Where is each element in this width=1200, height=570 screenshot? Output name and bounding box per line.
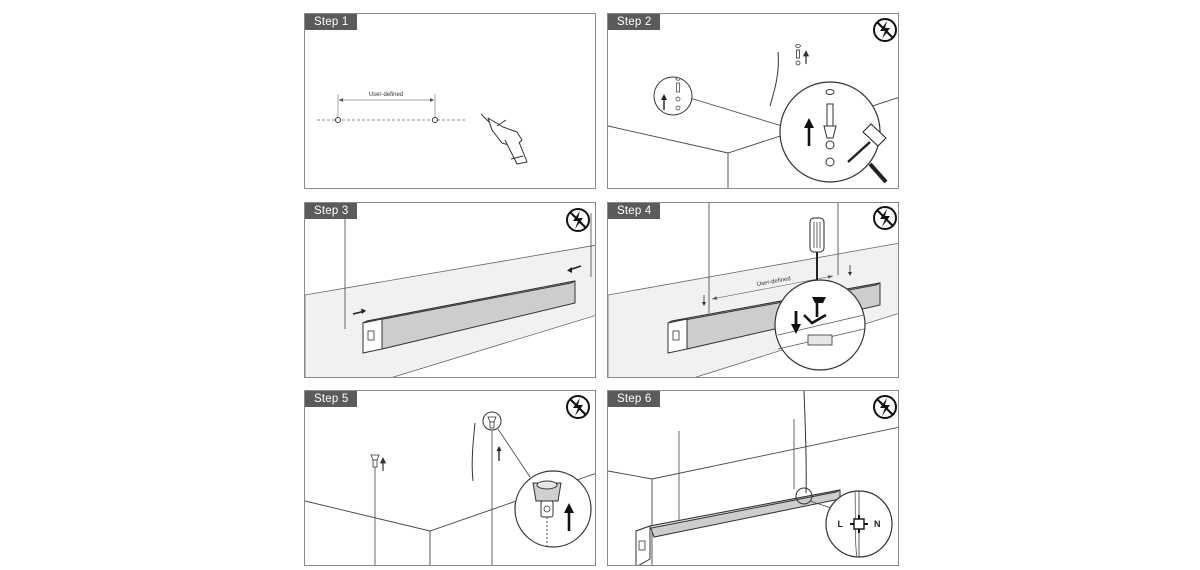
- live-wire-label: L: [838, 519, 844, 529]
- no-electricity-icon: [873, 395, 897, 419]
- linear-light-fixture: [635, 489, 841, 565]
- step-5-label: Step 5: [305, 391, 358, 407]
- no-electricity-icon: [566, 208, 590, 232]
- step-6-panel: Step 6 L N: [607, 390, 899, 566]
- step-2-illustration: [608, 18, 898, 188]
- user-defined-label: User-defined: [756, 276, 791, 288]
- step-5-illustration: [305, 395, 595, 565]
- ceiling-anchor-right: [482, 411, 502, 565]
- step-6-illustration: L N: [608, 391, 898, 565]
- hole-mark-left: [334, 116, 342, 124]
- screwdriver-icon: [809, 217, 825, 285]
- step-3-panel: Step 3: [304, 202, 596, 378]
- step-3-illustration: [305, 208, 595, 377]
- step-3-label: Step 3: [305, 203, 358, 219]
- step-4-illustration: User-defined: [608, 203, 898, 377]
- anchor-small: [795, 44, 810, 66]
- wiring-detail-circle: L N: [825, 490, 893, 558]
- neutral-wire-label: N: [874, 519, 881, 529]
- step-4-label: Step 4: [608, 203, 661, 219]
- step-2-panel: Step 2: [607, 13, 899, 189]
- step-6-label: Step 6: [608, 391, 661, 407]
- callout-line: [689, 97, 783, 127]
- power-cable: [803, 391, 807, 494]
- step-2-label: Step 2: [608, 14, 661, 30]
- step-1-label: Step 1: [305, 14, 358, 30]
- no-electricity-icon: [873, 18, 897, 42]
- user-defined-dimension: [711, 275, 834, 300]
- detail-circle: [514, 470, 592, 548]
- no-electricity-icon: [566, 395, 590, 419]
- ceiling-outline: [608, 426, 898, 565]
- detail-circle: [774, 279, 866, 371]
- user-defined-dimension: [337, 94, 436, 118]
- detail-circle-small: [653, 76, 693, 116]
- hole-mark-right: [431, 116, 439, 124]
- step-4-panel: Step 4 User-defined: [607, 202, 899, 378]
- connection-point: [795, 487, 813, 505]
- step-1-panel: Step 1 User-defined: [304, 13, 596, 189]
- no-electricity-icon: [873, 206, 897, 230]
- cable: [471, 422, 476, 482]
- step-1-illustration: User-defined: [317, 92, 528, 165]
- drill-icon: [480, 113, 528, 165]
- step-5-panel: Step 5: [304, 390, 596, 566]
- ceiling-anchor-left: [370, 454, 387, 565]
- cable: [769, 51, 779, 107]
- hammer-icon: [847, 123, 888, 184]
- linear-light-fixture: [362, 280, 576, 354]
- user-defined-label: User-defined: [369, 92, 403, 98]
- callout-line: [497, 428, 531, 478]
